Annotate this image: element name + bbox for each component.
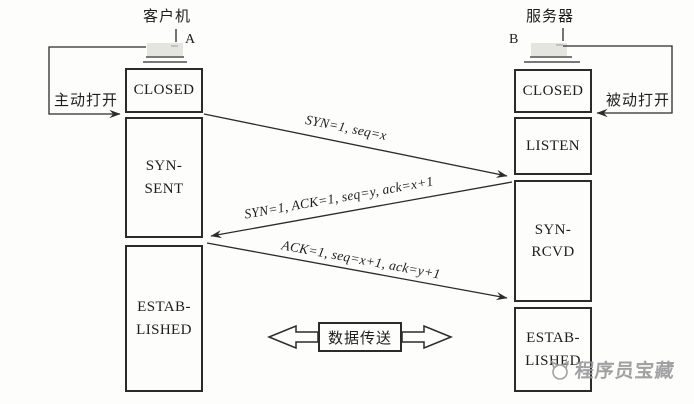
state-text-line1: SYN- (145, 158, 183, 174)
state-text-line2: SENT (144, 180, 184, 197)
client-state-established: ESTAB- LISHED (125, 245, 203, 392)
state-text: CLOSED (133, 82, 195, 99)
data-transfer-box: 数据传送 (318, 322, 402, 352)
state-text-line2: RCVD (531, 244, 575, 260)
syn-arrow (203, 113, 508, 178)
passive-open-arrow (563, 45, 673, 118)
watermark-text: 程序员宝藏 (573, 361, 676, 382)
watermark: 程序员宝藏 (548, 356, 676, 383)
client-computer-icon (143, 29, 187, 63)
state-text-line1: ESTAB- (526, 330, 580, 346)
data-transfer-left-arrow (267, 324, 319, 350)
state-text-line1: SYN- (534, 221, 572, 238)
server-node-label: B (509, 32, 519, 47)
data-transfer-right-arrow (401, 324, 453, 350)
server-state-established: ESTAB- LISHED (514, 307, 592, 392)
state-text-line2: LISHED (136, 321, 192, 338)
server-computer-icon (524, 28, 580, 63)
server-state-listen: LISTEN (514, 117, 592, 175)
server-state-syn-rcvd: SYN- RCVD (514, 180, 592, 302)
client-state-closed: CLOSED (125, 68, 203, 113)
server-state-closed: CLOSED (514, 69, 592, 113)
server-title: 服务器 (525, 9, 574, 25)
passive-open-label: 被动打开 (606, 93, 671, 109)
state-text: CLOSED (522, 82, 584, 99)
active-open-label: 主动打开 (54, 93, 119, 109)
watermark-cat-logo (550, 359, 570, 380)
client-state-syn-sent: SYN- SENT (125, 117, 203, 238)
active-open-arrow (48, 46, 146, 119)
ack-arrow (206, 242, 508, 301)
state-text-line1: ESTAB- (137, 299, 191, 315)
client-node-label: A (185, 32, 196, 47)
client-title: 客户机 (142, 9, 191, 25)
state-text: LISTEN (525, 137, 581, 154)
data-transfer-label: 数据传送 (327, 330, 392, 347)
syn-ack-arrow (210, 181, 513, 239)
